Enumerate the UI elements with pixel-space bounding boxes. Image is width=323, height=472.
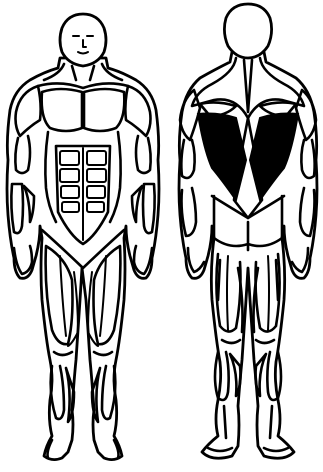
back-head xyxy=(224,4,271,58)
front-view-figure xyxy=(7,14,159,460)
back-view-figure xyxy=(179,4,317,458)
